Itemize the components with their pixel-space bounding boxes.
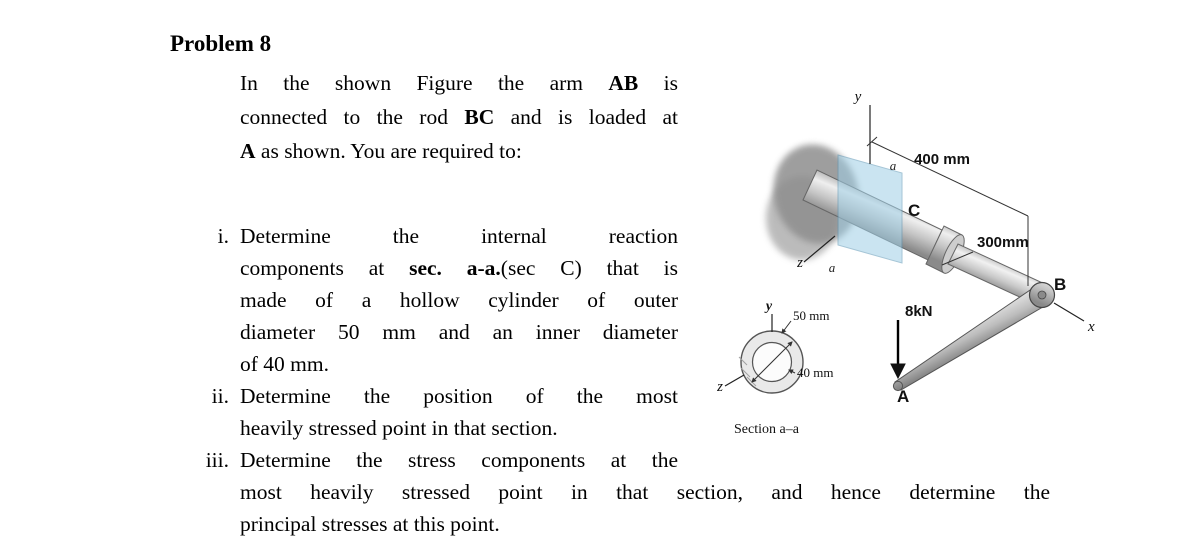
figure-arm-rod-assembly: y a 400 mm C 300mm z a 8kN A B x y z 50 …: [716, 89, 1095, 437]
list-marker: i.: [217, 224, 229, 248]
list-item-text: Determine the internal reaction componen…: [240, 220, 678, 380]
outer-dia-leader: [781, 320, 792, 334]
list-item-ii: ii. Determine the position of the most h…: [193, 380, 1050, 444]
x-axis-label: x: [1087, 319, 1095, 335]
item-line: most heavily stressed point in that sect…: [240, 480, 1050, 504]
intro-line: A as shown. You are required to:: [240, 139, 522, 163]
problem-title: Problem 8: [170, 31, 272, 56]
problem-intro: In the shown Figure the arm AB is connec…: [240, 66, 678, 168]
list-item-text: Determine the position of the most heavi…: [240, 380, 678, 444]
item-line: components at sec. a-a.(sec C) that is: [240, 256, 678, 280]
item-line: Determine the internal reaction: [240, 224, 678, 248]
list-item-text: Determine the stress components at the m…: [240, 444, 1050, 540]
point-a-label: A: [897, 387, 909, 406]
point-b-label: B: [1054, 275, 1066, 294]
point-c-label: C: [908, 201, 920, 220]
section-mark-a-lower: a: [829, 260, 836, 275]
item-line: made of a hollow cylinder of outer: [240, 288, 678, 312]
dimension-lines: [803, 105, 1085, 322]
z-axis-label: z: [796, 255, 803, 271]
outer-diameter-label: 50 mm: [793, 308, 829, 323]
list-item-iii: iii. Determine the stress components at …: [193, 444, 1050, 540]
dim-300mm: 300mm: [977, 234, 1029, 251]
section-caption: Section a–a: [734, 422, 800, 437]
requirements-list: i. Determine the internal reaction compo…: [193, 220, 1050, 540]
list-item-i: i. Determine the internal reaction compo…: [193, 220, 1050, 380]
item-line: principal stresses at this point.: [240, 512, 500, 536]
force-label: 8kN: [905, 303, 933, 320]
item-line: Determine the position of the most: [240, 384, 678, 408]
dim-400mm: 400 mm: [914, 151, 970, 168]
section-z-axis-line: [724, 374, 745, 387]
item-line: of 40 mm.: [240, 352, 329, 376]
item-line: heavily stressed point in that section.: [240, 416, 558, 440]
z-axis-line: [803, 235, 836, 263]
arm-ab: [892, 281, 1056, 392]
item-line: Determine the stress components at the: [240, 448, 678, 472]
list-marker: ii.: [211, 384, 229, 408]
cross-section-view: y z 50 mm 40 mm Section a–a: [716, 299, 833, 437]
y-axis-label: y: [853, 89, 862, 105]
section-z-axis-label: z: [716, 379, 723, 395]
radius-indicator: [751, 341, 793, 383]
item-line: diameter 50 mm and an inner diameter: [240, 320, 678, 344]
intro-line: connected to the rod BC and is loaded at: [240, 105, 678, 129]
inner-diameter-label: 40 mm: [797, 365, 833, 380]
intro-line: In the shown Figure the arm AB is: [240, 71, 678, 95]
section-mark-a-upper: a: [890, 158, 897, 173]
section-y-axis-label: y: [764, 299, 773, 314]
section-plane: [837, 154, 903, 264]
x-axis-line: [1053, 302, 1085, 322]
inner-dia-leader: [788, 369, 796, 375]
list-marker: iii.: [205, 448, 229, 472]
